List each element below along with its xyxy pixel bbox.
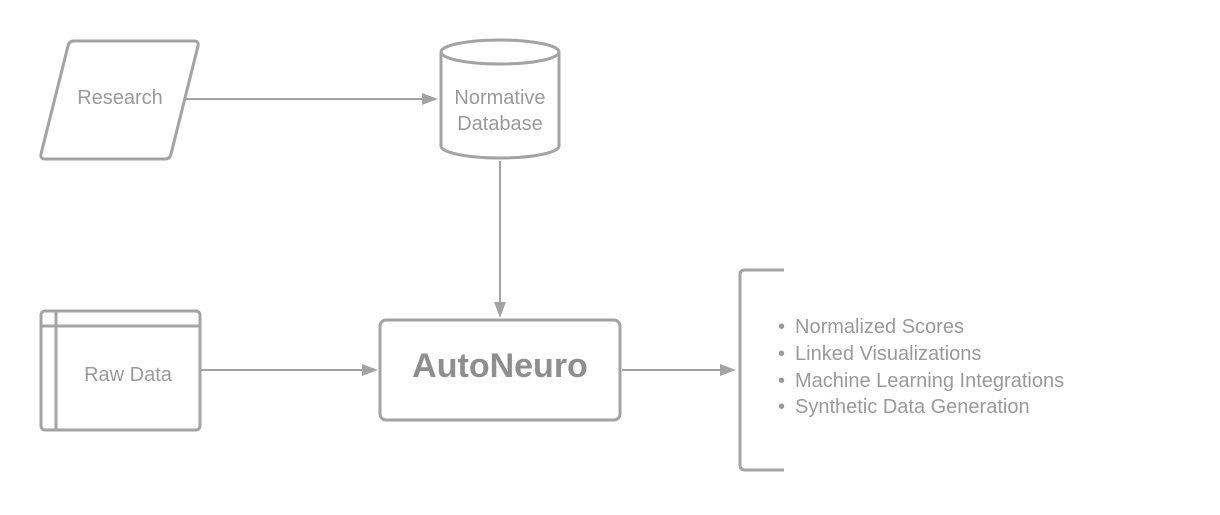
arrowhead-icon <box>362 364 378 376</box>
output-bullet: • <box>778 396 785 418</box>
autoneuro-box <box>378 318 622 422</box>
arrowhead-icon <box>494 302 506 318</box>
normative-database-node: Normative Database <box>439 38 561 160</box>
edge-autoneuro-to-outputs <box>622 364 736 376</box>
output-bullet: • <box>778 316 785 338</box>
output-item: Machine Learning Integrations <box>795 370 1064 392</box>
outputs-annotation: • Normalized Scores • Linked Visualizati… <box>738 268 1064 472</box>
outputs-list: • Normalized Scores • Linked Visualizati… <box>778 316 1064 418</box>
raw-data-node: Raw Data <box>39 309 202 432</box>
output-item: Linked Visualizations <box>795 343 981 365</box>
database-cylinder-body <box>439 52 561 160</box>
edge-database-to-autoneuro <box>494 161 506 318</box>
output-item: Synthetic Data Generation <box>795 396 1030 418</box>
edge-rawdata-to-autoneuro <box>201 364 378 376</box>
output-bullet: • <box>778 370 785 392</box>
autoneuro-node: AutoNeuro <box>378 318 622 422</box>
output-bullet: • <box>778 343 785 365</box>
output-item: Normalized Scores <box>795 316 964 338</box>
arrowhead-icon <box>720 364 736 376</box>
arrowhead-icon <box>422 93 438 105</box>
edge-research-to-database <box>186 93 438 105</box>
raw-data-label: Raw Data <box>84 364 173 386</box>
research-parallelogram <box>39 39 200 161</box>
normative-database-label-line1: Normative <box>454 87 545 109</box>
autoneuro-title: AutoNeuro <box>412 347 588 385</box>
raw-data-box <box>39 309 202 432</box>
normative-database-label-line2: Database <box>457 113 543 135</box>
database-cylinder-top <box>439 38 561 66</box>
research-node: Research <box>39 39 200 161</box>
research-label: Research <box>77 87 163 109</box>
annotation-bracket <box>738 268 784 472</box>
